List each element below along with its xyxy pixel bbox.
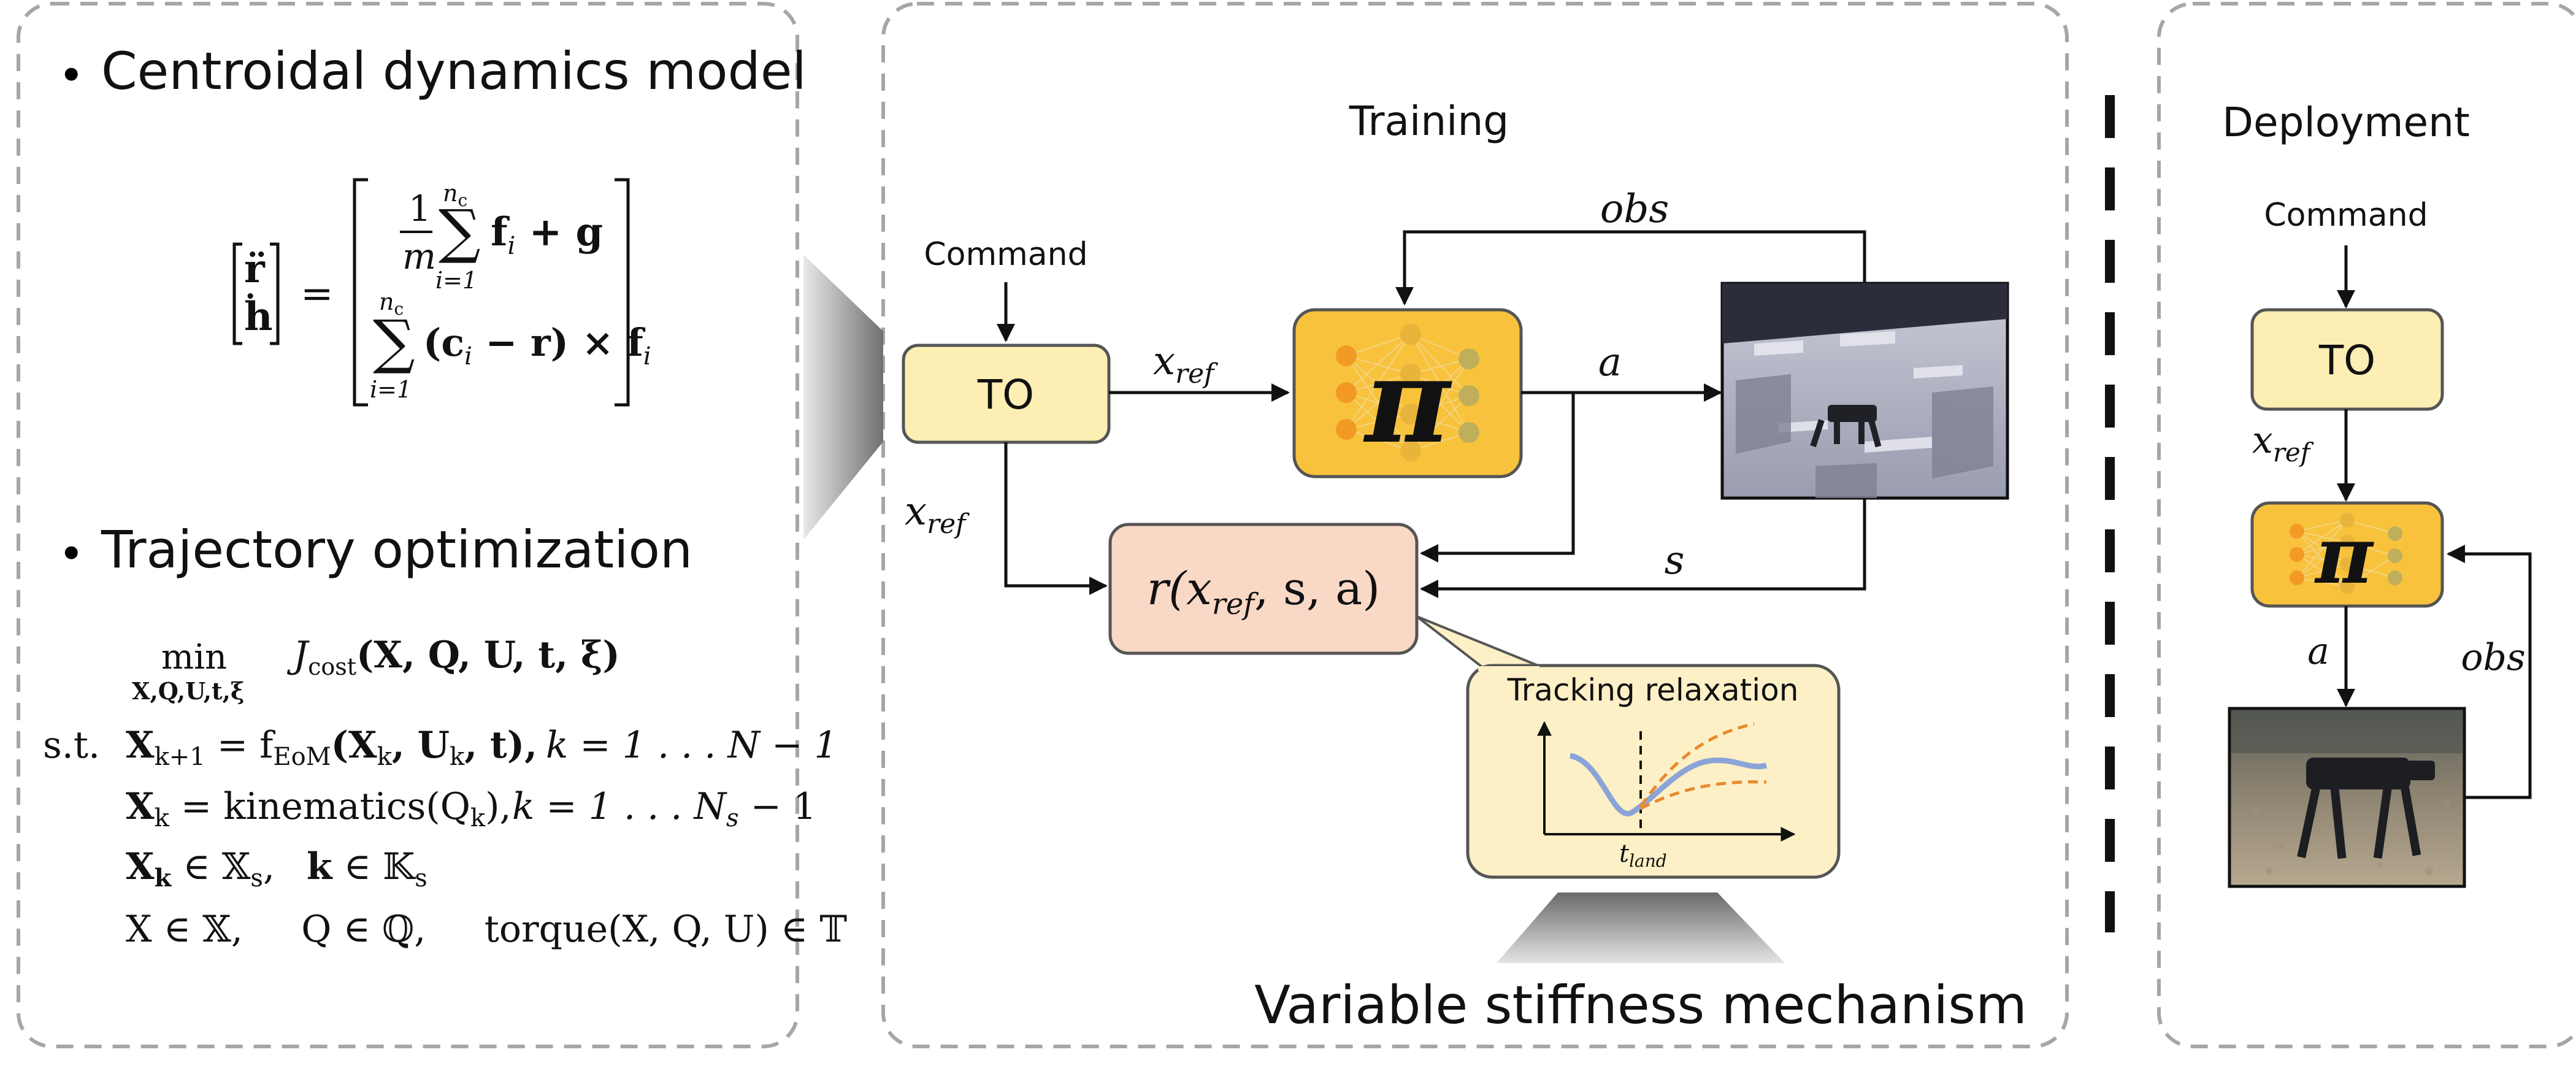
callout-blue-curve bbox=[1569, 753, 1768, 816]
callout-orange-upper bbox=[1639, 722, 1755, 808]
left-panel-border bbox=[17, 2, 799, 1048]
deployment-section: Deployment Command TO xref π a obs bbox=[2222, 99, 2532, 888]
constraint-dynamics-range: k = 1 . . . N − 1 bbox=[546, 724, 838, 767]
training-panel-border bbox=[881, 2, 2069, 1048]
lhs-bracket-right bbox=[270, 242, 280, 345]
deployment-policy-symbol: π bbox=[2314, 510, 2374, 602]
deploy-label-xref: xref bbox=[2252, 419, 2314, 467]
sum-top-1: nc bbox=[443, 180, 467, 210]
deploy-label-a: a bbox=[2307, 630, 2329, 673]
label-xref-top: xref bbox=[1153, 339, 1218, 390]
label-xref-left: xref bbox=[905, 489, 970, 540]
deployment-to-label: TO bbox=[2318, 337, 2375, 384]
constraint-sets-k: k ∈ 𝕂s bbox=[307, 845, 427, 893]
section-centroidal-dynamics: • Centroidal dynamics model r̈ ḣ = 1 m n… bbox=[58, 41, 807, 407]
constraint-dynamics: Xk+1 = fEoM(Xk, Uk, t), bbox=[126, 724, 537, 771]
callout-pointer bbox=[1416, 615, 1546, 670]
callout-title: Tracking relaxation bbox=[1507, 672, 1799, 708]
sum-sign-1: ∑ bbox=[439, 197, 481, 266]
deployment-title: Deployment bbox=[2222, 99, 2470, 146]
reward-label: r(xref, s, a) bbox=[1147, 562, 1380, 621]
frac-denominator: m bbox=[402, 236, 436, 277]
lhs-r-ddot: r̈ bbox=[244, 246, 266, 292]
row2-body: (ci − r) × fi bbox=[423, 320, 651, 370]
label-obs-training: obs bbox=[1600, 186, 1669, 232]
st-label: s.t. bbox=[43, 724, 100, 767]
bullet-2: • bbox=[58, 528, 84, 580]
deployment-command-label: Command bbox=[2264, 197, 2428, 234]
arrow-obs-sim-to-policy bbox=[1395, 230, 1866, 305]
lhs-bracket-left bbox=[232, 242, 242, 345]
section-title-trajectory: Trajectory optimization bbox=[101, 520, 692, 580]
arrow-xref-to-reward bbox=[1004, 442, 1108, 595]
equals-sign: = bbox=[301, 271, 334, 317]
training-title: Training bbox=[1349, 98, 1509, 145]
min-subscript: X,Q,U,t,ξ bbox=[132, 677, 244, 705]
lhs-h-dot: ḣ bbox=[244, 293, 273, 340]
training-to-label: TO bbox=[977, 371, 1034, 418]
sum-top-2: nc bbox=[379, 288, 404, 319]
real-robot-photo bbox=[2228, 707, 2466, 888]
deployment-policy-network: π bbox=[2250, 501, 2444, 608]
constraint-sets: Xk ∈ 𝕏s, bbox=[126, 845, 275, 893]
training-policy-network: π bbox=[1292, 308, 1523, 478]
zoom-funnel-bottom bbox=[1497, 893, 1785, 963]
arrow-action-to-reward bbox=[1420, 393, 1575, 562]
label-a-training: a bbox=[1598, 340, 1622, 385]
sum-sign-2: ∑ bbox=[373, 307, 415, 376]
bullet-1: • bbox=[58, 50, 84, 101]
rhs-bracket-left bbox=[353, 178, 368, 407]
centroidal-equation: r̈ ḣ = 1 m nc ∑ i=1 fi + g nc ∑ i=1 (ci … bbox=[232, 178, 651, 407]
training-policy-symbol: π bbox=[1363, 332, 1452, 469]
rhs-bracket-right bbox=[615, 178, 630, 407]
row1-body: fi + g bbox=[491, 209, 603, 260]
deploy-label-obs: obs bbox=[2461, 636, 2525, 679]
reward-box bbox=[1108, 523, 1419, 655]
simulation-image bbox=[1720, 282, 2009, 500]
callout-axis-label: tland bbox=[1619, 840, 1667, 871]
deployment-panel-border bbox=[2157, 2, 2576, 1048]
deploy-arrow-obs-feedback bbox=[2447, 545, 2532, 799]
section-trajectory-optimization: • Trajectory optimization min X,Q,U,t,ξ … bbox=[43, 520, 847, 951]
sum-bot-2: i=1 bbox=[370, 376, 412, 403]
constraint-torque: X ∈ 𝕏, Q ∈ ℚ, torque(X, Q, U) ∈ 𝕋 bbox=[126, 908, 847, 951]
sum-bot-1: i=1 bbox=[435, 267, 477, 294]
arrow-state-to-reward bbox=[1420, 498, 1866, 598]
section-title-centroidal: Centroidal dynamics model bbox=[101, 41, 807, 101]
tracking-relaxation-callout bbox=[1466, 664, 1841, 879]
frac-numerator: 1 bbox=[408, 188, 431, 229]
min-operator: min bbox=[161, 637, 227, 677]
zoom-funnel-left bbox=[803, 255, 883, 540]
training-command-label: Command bbox=[924, 236, 1087, 273]
variable-stiffness-caption: Variable stiffness mechanism bbox=[1254, 975, 2027, 1036]
training-section: Training Command TO xref π o bbox=[902, 98, 2027, 1036]
constraint-kinematics-range: k = 1 . . . Ns − 1 bbox=[512, 785, 816, 832]
cost-function: Jcost(X, Q, U, t, ξ) bbox=[286, 634, 620, 680]
constraint-kinematics: Xk = kinematics(Qk), bbox=[126, 785, 512, 832]
label-s-training: s bbox=[1665, 538, 1685, 583]
